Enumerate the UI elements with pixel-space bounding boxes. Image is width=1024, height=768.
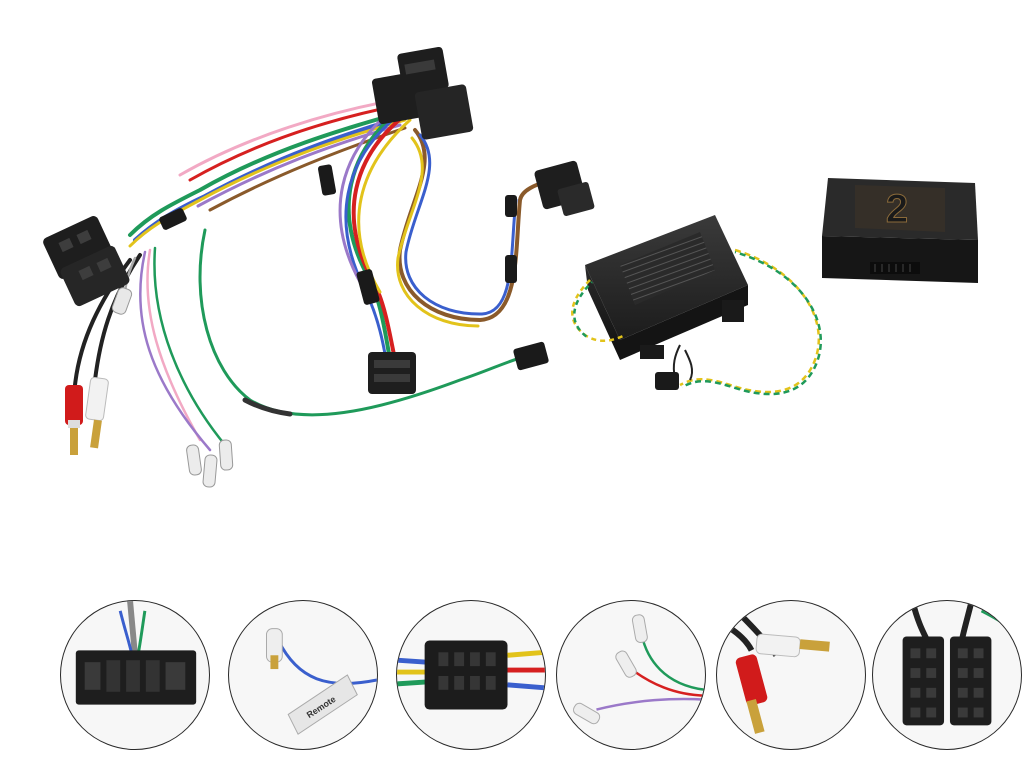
detail-iso-connectors bbox=[872, 600, 1022, 750]
iso-connector-block bbox=[43, 216, 130, 307]
top-harness-connector bbox=[371, 46, 474, 140]
interface-module bbox=[585, 215, 748, 360]
tape-wraps bbox=[159, 164, 517, 305]
detail-rca-plugs bbox=[716, 600, 866, 750]
rca-plugs bbox=[65, 376, 109, 455]
detail-multi-pin-plug bbox=[396, 600, 546, 750]
remote-terminal bbox=[111, 287, 133, 315]
twisted-wire-pair bbox=[571, 248, 822, 396]
detail-harness-connector bbox=[60, 600, 210, 750]
wire-bundle bbox=[73, 98, 552, 452]
detail-remote-terminal: Remote bbox=[228, 600, 378, 750]
bullet-terminals bbox=[186, 439, 234, 488]
detail-bullet-terminals bbox=[556, 600, 706, 750]
steering-connector bbox=[534, 160, 595, 216]
module-small-connector bbox=[655, 372, 679, 390]
multi-pin-plug bbox=[368, 352, 416, 394]
small-green-wire-connector bbox=[513, 341, 549, 371]
secondary-module: 2 bbox=[822, 178, 978, 283]
module-logo: 2 bbox=[886, 187, 908, 231]
